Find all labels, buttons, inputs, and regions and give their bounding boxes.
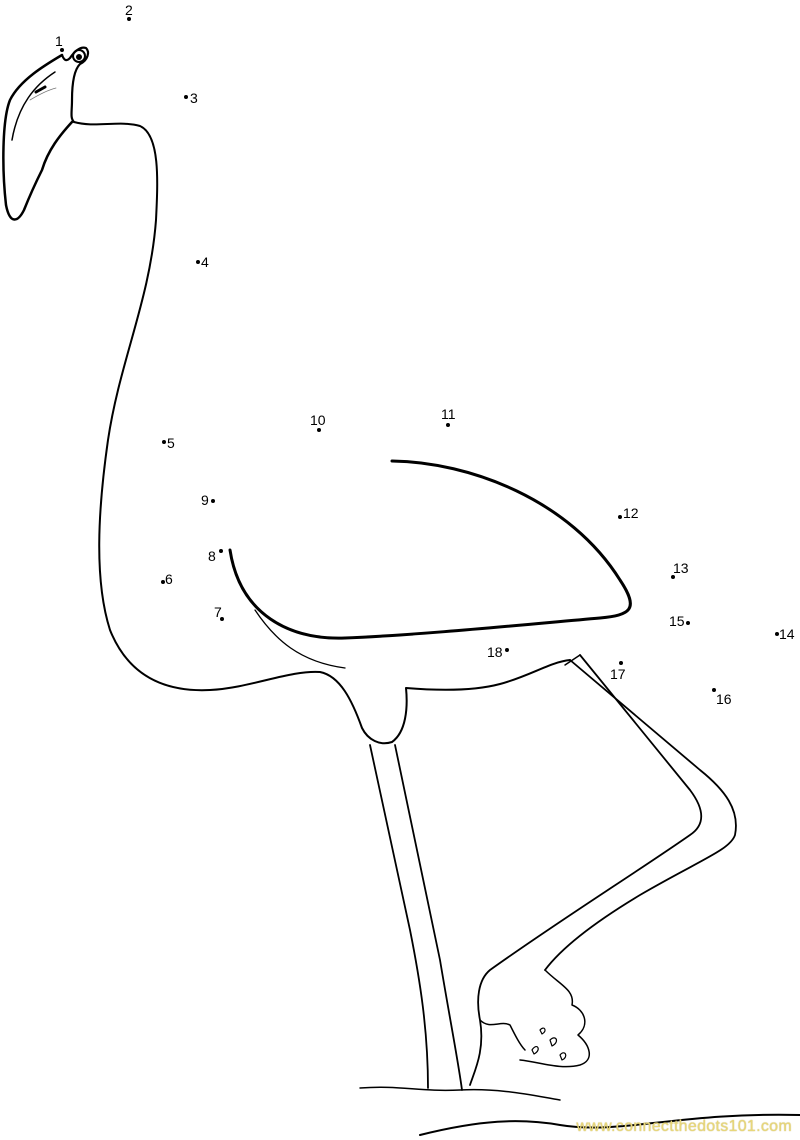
eye-pupil bbox=[76, 54, 82, 60]
right-leg-upper bbox=[544, 659, 737, 971]
dot-5 bbox=[162, 440, 166, 444]
dot-4 bbox=[196, 260, 200, 264]
dot-label-18: 18 bbox=[487, 644, 503, 660]
dot-label-4: 4 bbox=[201, 254, 209, 270]
beak-outline bbox=[2, 53, 74, 221]
right-leg-inner bbox=[469, 654, 703, 1086]
dot-label-10: 10 bbox=[310, 412, 326, 428]
dot-12 bbox=[618, 515, 622, 519]
dot-label-5: 5 bbox=[167, 435, 175, 451]
left-leg-front bbox=[369, 744, 429, 1089]
water-line-1 bbox=[359, 1086, 561, 1101]
neck-outline bbox=[73, 121, 571, 745]
dot-label-12: 12 bbox=[623, 505, 639, 521]
beak-line bbox=[29, 87, 57, 101]
dot-9 bbox=[211, 499, 215, 503]
dot-label-7: 7 bbox=[214, 604, 222, 620]
water-line-2 bbox=[419, 1113, 800, 1136]
dot-label-9: 9 bbox=[201, 492, 209, 508]
head-top bbox=[60, 46, 90, 124]
right-leg-top bbox=[564, 654, 581, 666]
dot-label-2: 2 bbox=[125, 2, 133, 18]
beak-mark bbox=[34, 85, 47, 94]
dot-7 bbox=[220, 617, 224, 621]
dot-2 bbox=[127, 17, 131, 21]
eye bbox=[72, 49, 86, 63]
left-leg-back bbox=[394, 744, 463, 1091]
dot-1 bbox=[60, 48, 64, 52]
dot-label-11: 11 bbox=[441, 406, 456, 422]
dot-3 bbox=[184, 95, 188, 99]
dot-label-3: 3 bbox=[190, 90, 198, 106]
dot-label-6: 6 bbox=[165, 571, 173, 587]
dot-6 bbox=[161, 580, 165, 584]
dot-16 bbox=[712, 688, 716, 692]
dot-17 bbox=[619, 661, 623, 665]
dot-10 bbox=[317, 428, 321, 432]
dot-18 bbox=[505, 648, 509, 652]
dot-label-8: 8 bbox=[208, 548, 216, 564]
belly-line bbox=[254, 609, 346, 669]
foot bbox=[479, 969, 590, 1068]
dot-14 bbox=[775, 632, 779, 636]
dot-13 bbox=[671, 575, 675, 579]
dot-label-15: 15 bbox=[669, 613, 685, 629]
dot-label-14: 14 bbox=[779, 626, 795, 642]
watermark: www.connectthedots101.com bbox=[576, 1118, 792, 1135]
dot-11 bbox=[446, 423, 450, 427]
dot-15 bbox=[686, 621, 690, 625]
dot-label-1: 1 bbox=[55, 33, 63, 49]
foot-spots bbox=[531, 1027, 567, 1061]
beak-inner bbox=[11, 71, 56, 141]
wing-outline bbox=[228, 459, 632, 640]
dot-label-17: 17 bbox=[610, 666, 626, 682]
dot-label-13: 13 bbox=[673, 560, 689, 576]
dot-label-16: 16 bbox=[716, 691, 732, 707]
dot-8 bbox=[219, 549, 223, 553]
